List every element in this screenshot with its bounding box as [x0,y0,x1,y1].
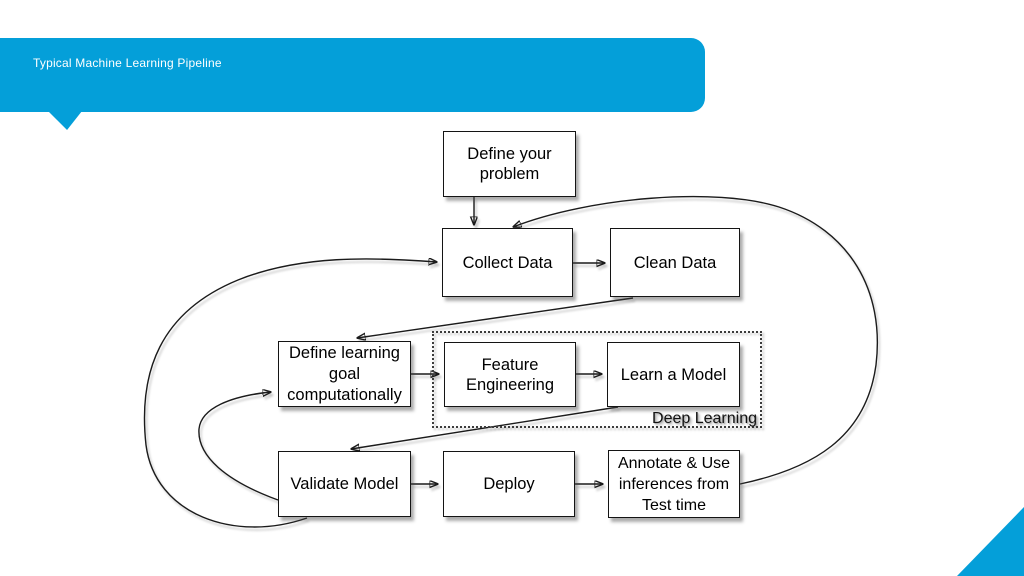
slide-title: Typical Machine Learning Pipeline [33,56,222,70]
node-define-problem-label: Define your problem [467,145,552,183]
node-learn-model-label: Learn a Model [620,365,727,384]
node-define-goal-label: Define learning goal computationally [287,343,402,404]
node-collect-data-label: Collect Data [462,253,553,272]
node-define-goal: Define learning goal computationally [278,341,411,407]
node-annotate: Annotate & Use inferences from Test time [608,450,740,518]
node-validate-model: Validate Model [278,451,411,517]
node-clean-data-label: Clean Data [633,253,717,272]
node-feature-engineering-label: Feature Engineering [465,355,555,394]
node-collect-data: Collect Data [442,228,573,297]
node-deploy-label: Deploy [483,475,535,493]
node-validate-model-label: Validate Model [290,475,399,493]
title-banner: Typical Machine Learning Pipeline [0,38,705,112]
arrow-learn-to-validate [351,406,619,449]
node-feature-engineering: Feature Engineering [444,342,576,407]
arrow-validate-to-goal-loop [198,392,279,501]
deep-learning-group-box: Deep Learning [432,331,762,428]
node-define-problem: Define your problem [443,131,576,197]
node-learn-model: Learn a Model [607,342,740,407]
node-deploy: Deploy [443,451,575,517]
arrow-validate-to-collect-loop [143,259,437,528]
arrow-annotate-to-collect-loop [513,195,878,485]
arrow-clean-to-goal [357,297,634,338]
deep-learning-label: Deep Learning [652,410,757,427]
node-annotate-label: Annotate & Use inferences from Test time [617,454,731,514]
node-clean-data: Clean Data [610,228,740,297]
